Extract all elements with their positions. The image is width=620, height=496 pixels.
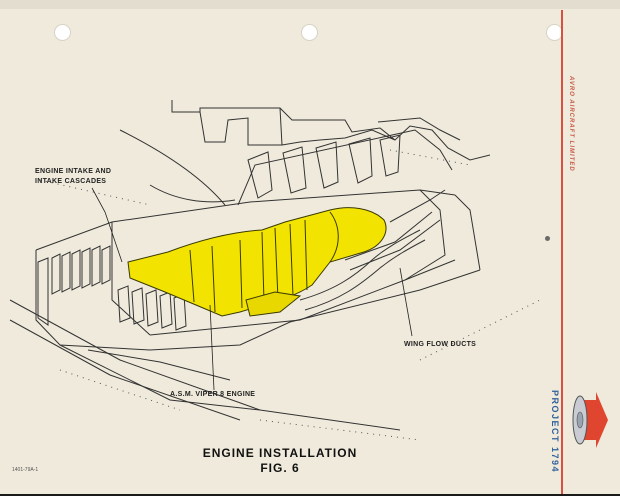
figure-title: ENGINE INSTALLATION FIG. 6 (180, 446, 380, 476)
rivet-lines (39, 149, 541, 440)
punch-hole-left (54, 24, 71, 41)
drawing-reference-number: 1401-79A-1 (12, 467, 39, 473)
top-frame-strip (0, 0, 620, 9)
figure-title-line2: FIG. 6 (260, 461, 300, 475)
company-name-vertical: AVRO AIRCRAFT LIMITED (568, 76, 574, 172)
red-arrow-flying-saucer-logo-icon (572, 392, 608, 448)
viper-engine (127, 207, 387, 317)
margin-dot (545, 236, 550, 241)
figure-title-line1: ENGINE INSTALLATION (202, 446, 358, 460)
airframe-structure (9, 100, 491, 431)
label-wing-flow-ducts: WING FLOW DUCTS (404, 341, 477, 348)
label-engine-intake-line2: INTAKE CASCADES (35, 178, 107, 185)
engine-cutaway-drawing (9, 100, 541, 440)
margin-red-rule (561, 10, 563, 494)
label-viper-engine: A.S.M. VIPER 8 ENGINE (170, 391, 256, 398)
leader-lines (91, 187, 413, 391)
punch-hole-center (301, 24, 318, 41)
label-engine-intake-line1: ENGINE INTAKE AND (35, 168, 112, 175)
label-engine-intake: ENGINE INTAKE AND INTAKE CASCADES (35, 167, 111, 187)
project-number-vertical: PROJECT 1794 (550, 390, 560, 474)
